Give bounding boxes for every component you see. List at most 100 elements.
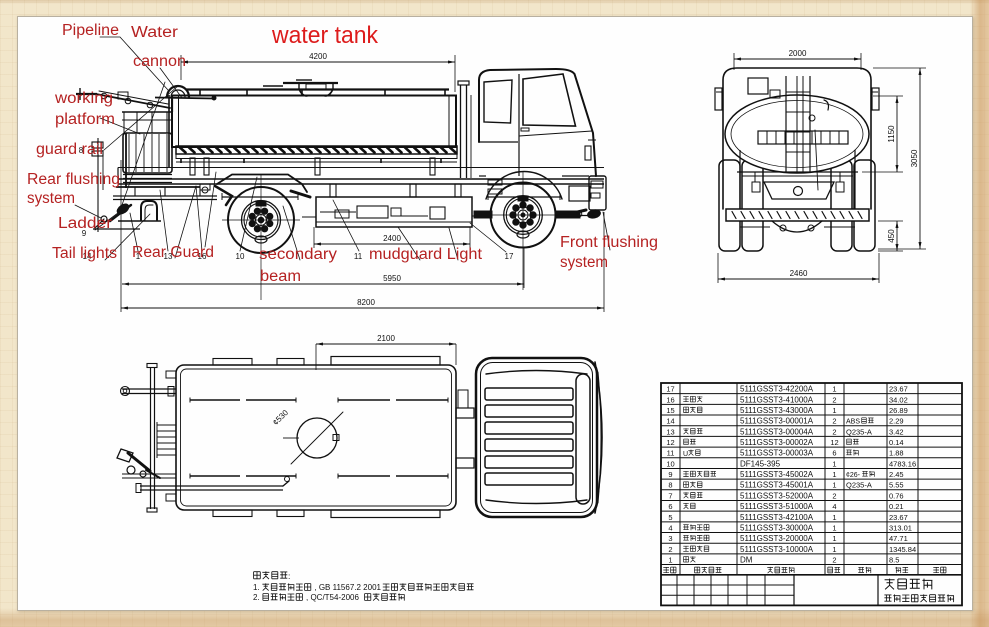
svg-text:5111GSST3-45001A: 5111GSST3-45001A xyxy=(740,481,814,490)
svg-text:34.02: 34.02 xyxy=(889,395,908,404)
svg-text:working: working xyxy=(54,90,113,107)
svg-text:2: 2 xyxy=(832,417,836,426)
svg-text:23.67: 23.67 xyxy=(889,513,908,522)
svg-text:1: 1 xyxy=(832,459,836,468)
svg-text:6: 6 xyxy=(668,502,672,511)
svg-text:0.21: 0.21 xyxy=(889,502,904,511)
svg-text:Rear Guard: Rear Guard xyxy=(132,244,214,261)
svg-text:Front flushing: Front flushing xyxy=(560,234,658,251)
svg-text:10: 10 xyxy=(236,252,245,261)
svg-text:5111GSST3-52000A: 5111GSST3-52000A xyxy=(740,491,814,500)
svg-text:mudguard Light: mudguard Light xyxy=(369,246,483,263)
svg-text:5.55: 5.55 xyxy=(889,481,904,490)
svg-text:1: 1 xyxy=(832,534,836,543)
svg-text:3050: 3050 xyxy=(910,149,919,167)
svg-text:1: 1 xyxy=(832,545,836,554)
svg-text:DM: DM xyxy=(740,555,753,564)
svg-text:1: 1 xyxy=(668,555,672,564)
svg-text:5: 5 xyxy=(668,513,672,522)
svg-text:2: 2 xyxy=(832,555,836,564)
svg-text:26.89: 26.89 xyxy=(889,406,908,415)
svg-text:5111GSST3-00001A: 5111GSST3-00001A xyxy=(740,417,814,426)
svg-text:3: 3 xyxy=(668,534,672,543)
svg-text:5111GSST3-43000A: 5111GSST3-43000A xyxy=(740,406,814,415)
svg-text:Pipeline: Pipeline xyxy=(62,22,119,39)
svg-text:1.88: 1.88 xyxy=(889,449,904,458)
svg-text:DF145-395: DF145-395 xyxy=(740,459,781,468)
svg-text:U: U xyxy=(683,451,688,458)
svg-text:17: 17 xyxy=(505,252,514,261)
svg-text:2000: 2000 xyxy=(789,49,807,58)
svg-text:2460: 2460 xyxy=(790,269,808,278)
svg-text:5111GSST3-42100A: 5111GSST3-42100A xyxy=(740,513,814,522)
svg-text:system: system xyxy=(27,190,75,207)
svg-text:5111GSST3-00003A: 5111GSST3-00003A xyxy=(740,449,814,458)
svg-text:1: 1 xyxy=(832,470,836,479)
svg-text:1345.84: 1345.84 xyxy=(889,545,916,554)
svg-text:2.: 2. xyxy=(253,593,260,602)
svg-text:5111GSST3-00004A: 5111GSST3-00004A xyxy=(740,427,814,436)
svg-text:Ladder: Ladder xyxy=(58,215,112,232)
svg-text:5111GSST3-45002A: 5111GSST3-45002A xyxy=(740,470,814,479)
svg-text:11: 11 xyxy=(354,252,363,261)
svg-text:4200: 4200 xyxy=(309,52,327,61)
svg-text:5111GSST3-41000A: 5111GSST3-41000A xyxy=(740,395,814,404)
svg-text:Rear flushing: Rear flushing xyxy=(27,171,120,188)
svg-text:2.45: 2.45 xyxy=(889,470,904,479)
svg-text:8200: 8200 xyxy=(357,298,375,307)
svg-text:, QC/T54-2006: , QC/T54-2006 xyxy=(306,593,359,602)
svg-text:0.14: 0.14 xyxy=(889,438,904,447)
svg-text:Water: Water xyxy=(131,24,178,41)
svg-text:ABS: ABS xyxy=(846,419,860,426)
svg-text:8.5: 8.5 xyxy=(889,555,899,564)
svg-text:17: 17 xyxy=(666,385,674,394)
svg-text:11: 11 xyxy=(667,449,675,458)
svg-text:313.01: 313.01 xyxy=(889,523,912,532)
svg-text:14: 14 xyxy=(83,252,92,261)
svg-text:2: 2 xyxy=(668,545,672,554)
svg-text:2.29: 2.29 xyxy=(889,417,904,426)
svg-text:12: 12 xyxy=(830,438,838,447)
svg-text:5111GSST3-20000A: 5111GSST3-20000A xyxy=(740,534,814,543)
svg-text:4: 4 xyxy=(668,523,672,532)
svg-text:4783.16: 4783.16 xyxy=(889,459,916,468)
svg-text:, GB 11567.2 2001: , GB 11567.2 2001 xyxy=(314,583,381,592)
svg-text:8: 8 xyxy=(79,146,84,155)
svg-text:12: 12 xyxy=(666,438,674,447)
svg-text:16: 16 xyxy=(666,395,674,404)
svg-text:4: 4 xyxy=(832,502,836,511)
svg-text::: : xyxy=(288,571,290,581)
svg-text:9: 9 xyxy=(82,229,87,238)
svg-text:15: 15 xyxy=(666,406,674,415)
svg-text:1.: 1. xyxy=(253,583,260,592)
svg-text:5111GSST3-00002A: 5111GSST3-00002A xyxy=(740,438,814,447)
svg-text:5111GSST3-51000A: 5111GSST3-51000A xyxy=(740,502,814,511)
svg-text:Q235-A: Q235-A xyxy=(846,427,872,436)
svg-text:1: 1 xyxy=(832,523,836,532)
svg-text:8: 8 xyxy=(668,481,672,490)
svg-text:5111GSST3-10000A: 5111GSST3-10000A xyxy=(740,545,814,554)
svg-text:¢26-: ¢26- xyxy=(846,472,861,479)
svg-text:2: 2 xyxy=(832,491,836,500)
svg-text:1: 1 xyxy=(136,252,141,261)
svg-text:3.42: 3.42 xyxy=(889,427,904,436)
svg-text:1150: 1150 xyxy=(887,125,896,143)
svg-text:5111GSST3-42200A: 5111GSST3-42200A xyxy=(740,385,814,394)
svg-text:cannon: cannon xyxy=(133,53,186,70)
svg-text:13: 13 xyxy=(666,427,674,436)
svg-text:5950: 5950 xyxy=(383,274,401,283)
svg-text:16: 16 xyxy=(198,252,207,261)
svg-text:47.71: 47.71 xyxy=(889,534,908,543)
svg-text:1: 1 xyxy=(832,385,836,394)
svg-text:450: 450 xyxy=(887,229,896,243)
svg-text:7: 7 xyxy=(668,491,672,500)
svg-text:beam: beam xyxy=(260,268,301,285)
svg-text:2: 2 xyxy=(832,395,836,404)
svg-text:secondary: secondary xyxy=(259,246,337,263)
svg-text:1: 1 xyxy=(832,481,836,490)
svg-text:6: 6 xyxy=(832,449,836,458)
svg-text:1: 1 xyxy=(832,406,836,415)
svg-text:system: system xyxy=(560,254,608,271)
svg-text:water tank: water tank xyxy=(271,22,379,49)
svg-text:2: 2 xyxy=(832,427,836,436)
